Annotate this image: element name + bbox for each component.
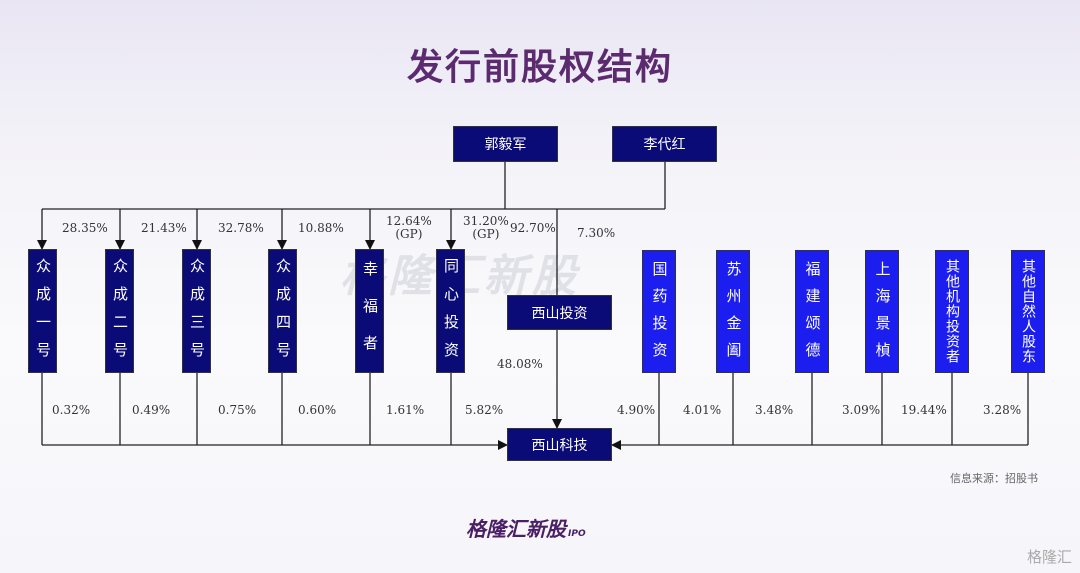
left-entity-box-label: 众成二号 (111, 258, 129, 370)
left-entity-box-label: 同心投资 (442, 258, 460, 370)
source-note: 信息来源：招股书 (950, 472, 1038, 485)
bottom-pct-label: 5.82% (465, 403, 504, 417)
left-entity-box: 众成三号 (182, 249, 211, 373)
right-entity-box: 上海景楨 (865, 250, 899, 373)
right-entity-box: 苏州金阖 (716, 250, 750, 373)
corner-watermark: 格隆汇 (1026, 548, 1072, 566)
left-entity-box: 同心投资 (436, 249, 465, 373)
gp-note: (GP) (395, 227, 423, 242)
holding-xishan-investment: 西山投资 (507, 295, 612, 330)
top-pct: 12.64% (386, 214, 432, 228)
right-pct-label: 3.48% (755, 403, 794, 417)
right-entity-box-label: 国药投资 (650, 260, 669, 369)
holding-company-pct: 48.08% (497, 357, 543, 371)
right-entity-box-label: 上海景楨 (873, 260, 892, 369)
right-entity-box: 福建颂德 (795, 250, 829, 373)
logo-text: 格隆汇新股 (466, 517, 566, 541)
right-entity-box: 国药投资 (642, 250, 676, 373)
left-entity-box: 幸福者 (355, 249, 384, 373)
page-title: 发行前股权结构 (406, 47, 673, 88)
right-pct-label: 4.01% (683, 403, 722, 417)
guo-holding-pct: 92.70% (510, 221, 556, 235)
top-pct: 28.35% (62, 221, 108, 235)
top-pct-label: 12.64%(GP) (386, 214, 432, 242)
bottom-pct-label: 0.75% (218, 403, 257, 417)
top-pct: 32.78% (218, 221, 264, 235)
top-pct-label: 32.78% (218, 221, 264, 235)
right-entity-box-label: 福建颂德 (803, 260, 822, 369)
top-pct: 10.88% (298, 221, 344, 235)
left-entity-box: 众成二号 (105, 249, 134, 373)
top-pct: 21.43% (141, 221, 187, 235)
top-pct-label: 10.88% (298, 221, 344, 235)
top-pct-label: 21.43% (141, 221, 187, 235)
left-entity-box-label: 众成三号 (188, 258, 206, 370)
controller-guo-yijun: 郭毅军 (453, 126, 558, 162)
top-pct-label: 28.35% (62, 221, 108, 235)
controller-li-daihong: 李代红 (612, 126, 717, 162)
li-holding-pct: 7.30% (577, 226, 616, 240)
top-pct: 31.20% (463, 214, 509, 228)
right-entity-box: 其他自然人股东 (1011, 250, 1045, 373)
bottom-pct-label: 0.49% (132, 403, 171, 417)
company-xishan-tech: 西山科技 (507, 428, 612, 461)
top-pct-label: 31.20%(GP) (463, 214, 509, 242)
logo-sub: IPO (568, 529, 586, 539)
right-pct-label: 3.09% (842, 403, 881, 417)
right-pct-label: 3.28% (983, 403, 1022, 417)
bottom-pct-label: 0.60% (298, 403, 337, 417)
right-entity-box-label: 苏州金阖 (724, 260, 743, 369)
left-entity-box-label: 众成一号 (34, 258, 52, 370)
right-pct-label: 4.90% (617, 403, 656, 417)
right-entity-box-label: 其他机构投资者 (944, 259, 960, 364)
gp-note: (GP) (472, 227, 500, 242)
right-pct-label: 19.44% (901, 403, 947, 417)
left-entity-box-label: 众成四号 (274, 258, 292, 370)
right-entity-box-label: 其他自然人股东 (1020, 259, 1036, 364)
bottom-pct-label: 1.61% (386, 403, 425, 417)
left-entity-box-label: 幸福者 (361, 261, 379, 372)
left-entity-box: 众成一号 (28, 249, 57, 373)
right-entity-box: 其他机构投资者 (935, 250, 969, 373)
bottom-pct-label: 0.32% (52, 403, 91, 417)
left-entity-box: 众成四号 (268, 249, 297, 373)
